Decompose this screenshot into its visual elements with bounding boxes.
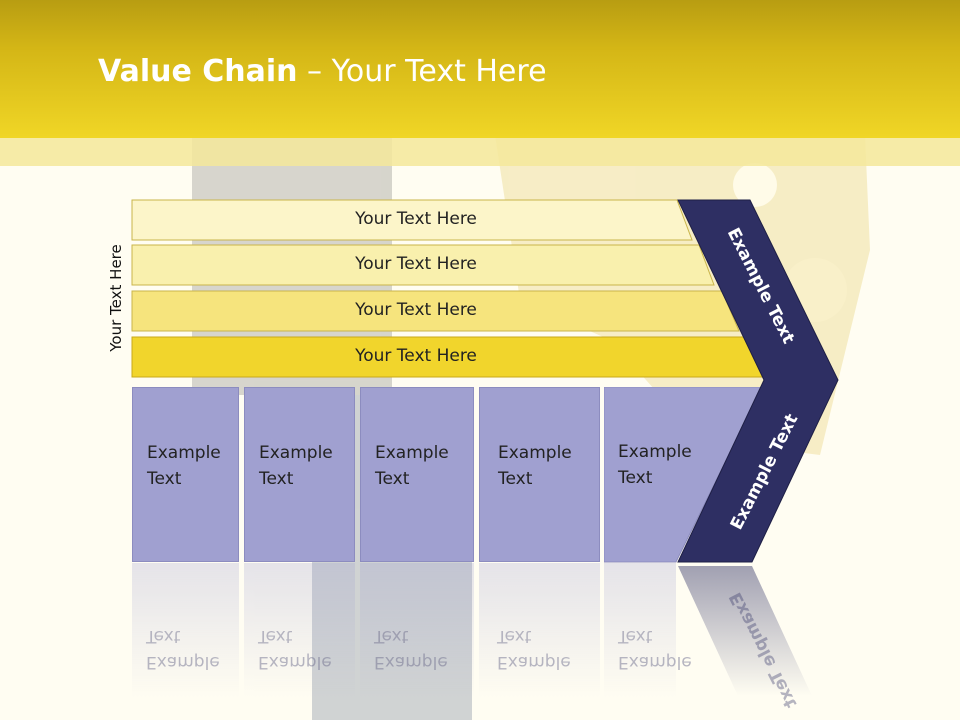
box-1-line2: Text xyxy=(147,469,182,489)
row-2-label: Your Text Here xyxy=(355,254,477,274)
box-2: Example Text xyxy=(244,387,355,562)
box-3-reflection-line1: Example xyxy=(374,652,448,672)
row-1-label: Your Text Here xyxy=(355,209,477,229)
box-4-reflection-text: Example Text xyxy=(497,623,571,675)
title-rest: – Your Text Here xyxy=(297,54,547,89)
row-3-label: Your Text Here xyxy=(355,300,477,320)
box-4-line2: Text xyxy=(498,469,533,489)
box-3-reflection-text: Example Text xyxy=(374,623,448,675)
box-3-line1: Example xyxy=(375,443,449,463)
box-5-line2: Text xyxy=(618,468,653,488)
box-4-reflection: Example Text xyxy=(479,563,600,698)
box-5-label: Example Text xyxy=(618,439,692,491)
chevron-shape xyxy=(677,199,839,563)
box-4-reflection-line2: Text xyxy=(497,626,532,646)
box-2-reflection-text: Example Text xyxy=(258,623,332,675)
box-1-label: Example Text xyxy=(147,440,221,492)
box-5-line1: Example xyxy=(618,442,692,462)
box-4-label: Example Text xyxy=(498,440,572,492)
box-3-reflection-line2: Text xyxy=(374,626,409,646)
box-1-reflection-text: Example Text xyxy=(146,623,220,675)
row-3-shape xyxy=(131,290,740,332)
box-2-label: Example Text xyxy=(259,440,333,492)
box-1-line1: Example xyxy=(147,443,221,463)
box-2-reflection-line2: Text xyxy=(258,626,293,646)
slide-title: Value Chain – Your Text Here xyxy=(98,54,547,89)
box-3-label: Example Text xyxy=(375,440,449,492)
header-band xyxy=(0,0,960,138)
row-1-shape xyxy=(131,199,693,241)
title-bold: Value Chain xyxy=(98,54,298,89)
box-1-reflection: Example Text xyxy=(132,563,239,698)
box-4-line1: Example xyxy=(498,443,572,463)
box-2-line1: Example xyxy=(259,443,333,463)
box-3: Example Text xyxy=(360,387,474,562)
row-4-label: Your Text Here xyxy=(355,346,477,366)
box-1-reflection-line2: Text xyxy=(146,626,181,646)
box-4: Example Text xyxy=(479,387,600,562)
box-2-line2: Text xyxy=(259,469,294,489)
box-2-reflection-line1: Example xyxy=(258,652,332,672)
box-1: Example Text xyxy=(132,387,239,562)
chevron-reflection xyxy=(678,566,812,696)
row-2-shape xyxy=(131,244,715,286)
box-3-reflection: Example Text xyxy=(360,563,474,698)
box-2-reflection: Example Text xyxy=(244,563,355,698)
box-1-reflection-line1: Example xyxy=(146,652,220,672)
box-5-reflection: Example Text xyxy=(604,563,692,698)
header-stripe xyxy=(0,138,960,166)
box-3-line2: Text xyxy=(375,469,410,489)
side-label: Your Text Here xyxy=(107,244,125,352)
photo-ruler-hole xyxy=(733,163,777,207)
box-4-reflection-line1: Example xyxy=(497,652,571,672)
box-5-shape xyxy=(604,387,763,563)
